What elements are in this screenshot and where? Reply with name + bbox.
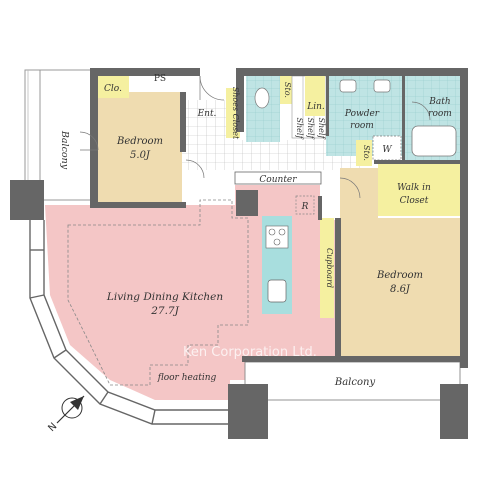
storage-right [356,140,372,166]
storage-left [278,76,292,104]
closet-small [97,76,129,98]
watermark: Ken Corporation Ltd. [183,345,317,360]
walk-in-label-1: Walk in [397,183,431,193]
bedroom-small-floor [97,92,182,202]
washbasin-right [373,79,391,93]
shelf-label-3: Shelf [317,118,326,141]
stove [265,225,289,249]
powder-label-1: Powder [344,109,380,119]
walk-in-closet [378,164,460,216]
counter-label: Counter [259,175,297,185]
counter [234,171,322,185]
ldk-label: Living Dining Kitchen [106,291,223,303]
door-swings [79,75,431,199]
bedroom-small-size: 5.0J [130,150,151,161]
cupboard-label: Cupboard [325,248,334,288]
bedroom-large-size: 8.6J [390,284,411,295]
floor-heating-area [67,199,249,386]
linen-label: Lin. [306,102,325,112]
north-arrow-icon: N [46,395,85,434]
bathtub [411,125,457,157]
kitchen-sink [267,279,287,303]
toilet-room [246,76,280,142]
storage-right-label: Sto. [362,145,371,161]
refrigerator [295,195,315,215]
washer-label: W [382,145,392,155]
cupboard [320,218,334,318]
toilet-bowl [254,87,270,109]
ps-label: PS [154,74,166,84]
walls [10,68,468,439]
washer-space [372,135,402,161]
ldk-size: 27.7J [150,305,179,317]
bath-label-2: room [428,109,452,119]
balcony-bottom-label: Balcony [334,377,376,388]
shelf-label-2: Shelf [306,118,315,141]
bedroom-small-label: Bedroom [116,136,163,147]
shoes-closet-label: Shoes Closet [231,87,240,140]
bottom-balcony [244,361,461,401]
washbasin-left [339,79,357,93]
refrigerator-label: R [301,202,309,212]
bath-label-1: Bath [428,97,450,107]
closet-label: Clo. [104,84,122,94]
balcony-left-label: Balcony [59,130,70,170]
walk-in-label-2: Closet [400,196,429,206]
powder-label-2: room [350,121,374,131]
shelf-label-1: Shelf [295,118,304,141]
storage-left-label: Sto. [283,82,292,98]
floor-heating-label: floor heating [157,373,217,383]
curved-window-wall [29,220,230,425]
bedroom-large-label: Bedroom [376,270,423,281]
left-balcony [24,69,96,201]
bedroom-large-floor [340,168,460,356]
entrance-label: Ent. [197,109,217,119]
